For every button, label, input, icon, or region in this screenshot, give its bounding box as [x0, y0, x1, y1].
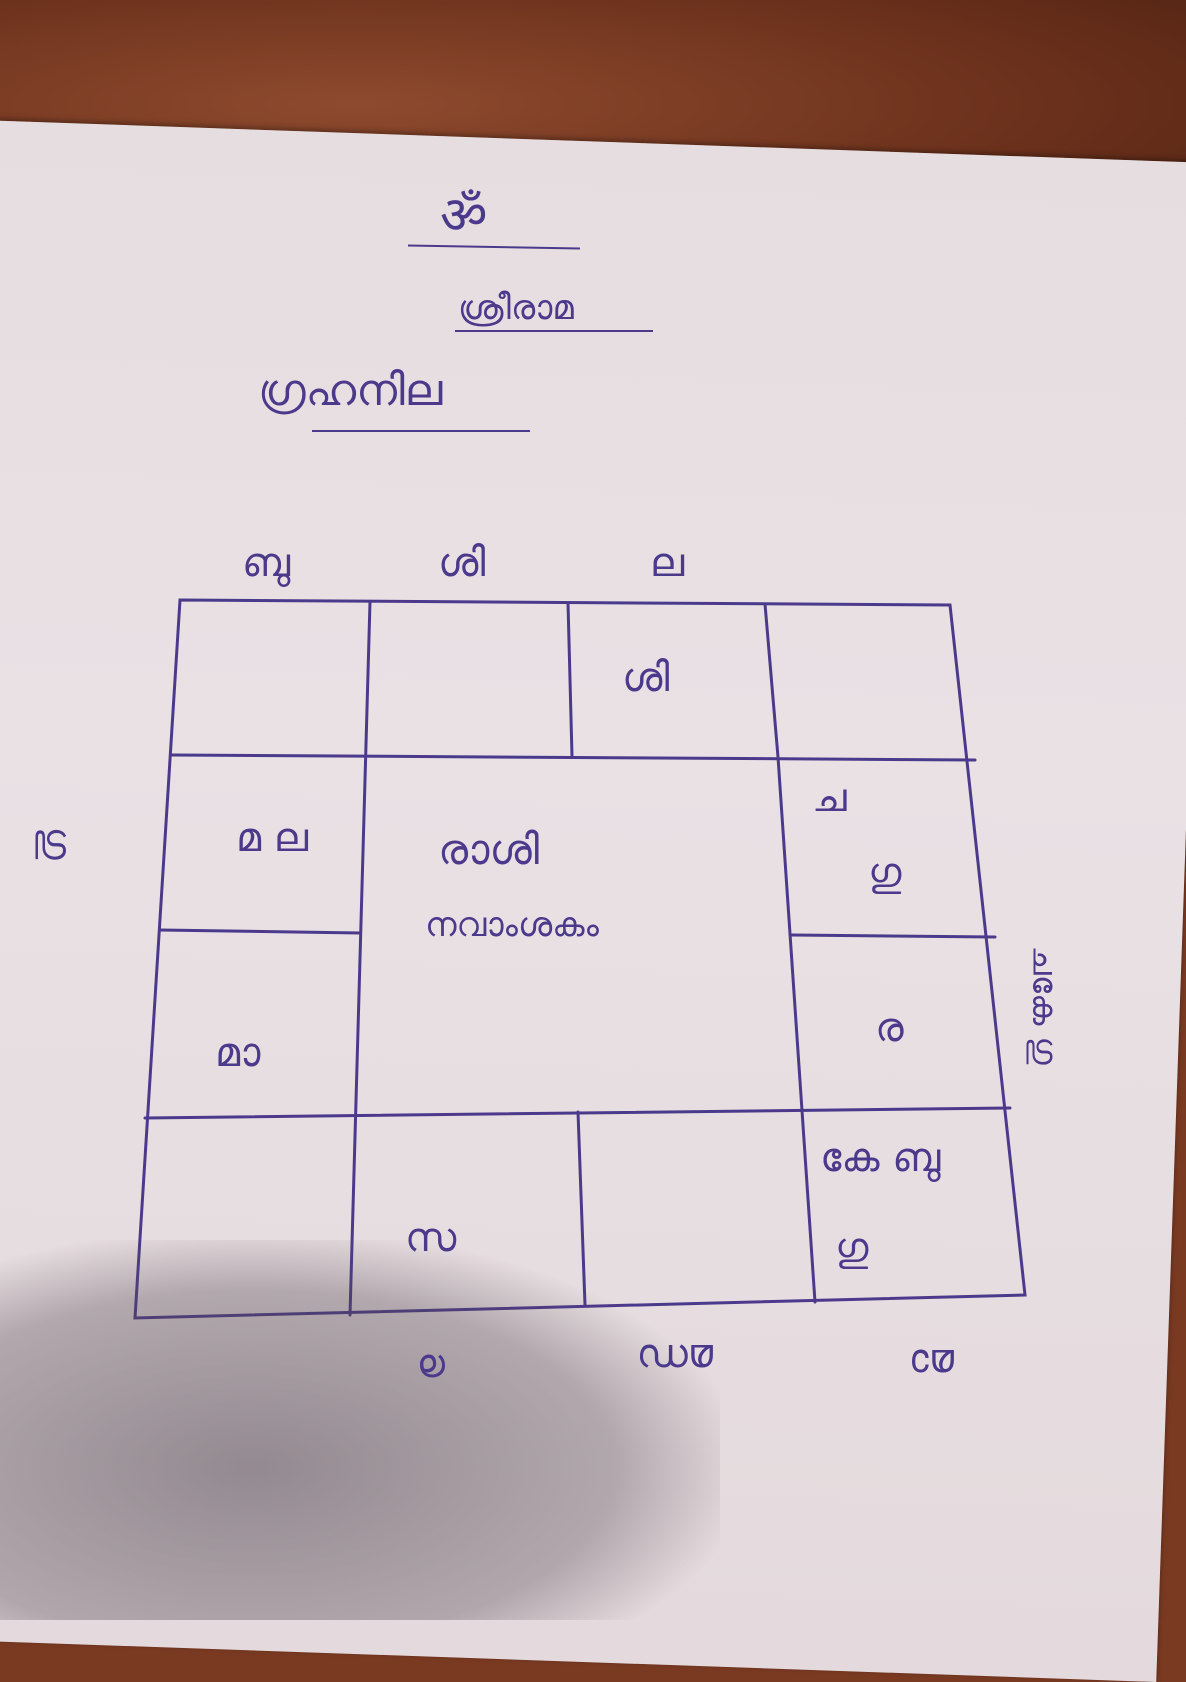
subtitle-underline: [312, 430, 530, 432]
title-underline: [455, 330, 653, 332]
center-label-rasi: രാശി: [438, 825, 540, 874]
cell-right-1-b: ഗു: [868, 850, 902, 896]
center-label-navamsa: നവാംശകം: [425, 905, 599, 945]
horoscope-grid: [133, 598, 1027, 1320]
outside-top-2: ശി: [438, 540, 486, 586]
outside-left: ഗു: [33, 826, 80, 860]
outside-right: ചകേ ഗു: [1024, 945, 1065, 1065]
outside-top-1: ബു: [242, 540, 291, 586]
outside-bottom-1: ര: [420, 1345, 449, 1391]
om-symbol: ॐ: [440, 186, 488, 246]
page-title: ശ്രീരാമ: [458, 288, 574, 328]
cell-left-2: മാ: [215, 1030, 261, 1076]
grid-outer-border: [133, 598, 1027, 1320]
cell-right-1-a: ച: [812, 775, 847, 821]
cell-bottom-2: സ: [405, 1215, 457, 1261]
hand-shadow: [0, 1240, 720, 1620]
cell-bottom-right-a: കേ ബു: [820, 1135, 941, 1181]
page-subtitle: ഗ്രഹനില: [258, 365, 443, 416]
cell-bottom-right-b: ഗു: [835, 1225, 869, 1271]
outside-bottom-3: മാ: [912, 1340, 958, 1386]
outside-top-3: ല: [650, 540, 685, 586]
outside-bottom-2: മസ: [640, 1335, 717, 1381]
cell-top-3: ശി: [622, 655, 670, 701]
cell-right-2: ര: [875, 1005, 904, 1051]
cell-left-1: മ ല: [236, 815, 309, 861]
